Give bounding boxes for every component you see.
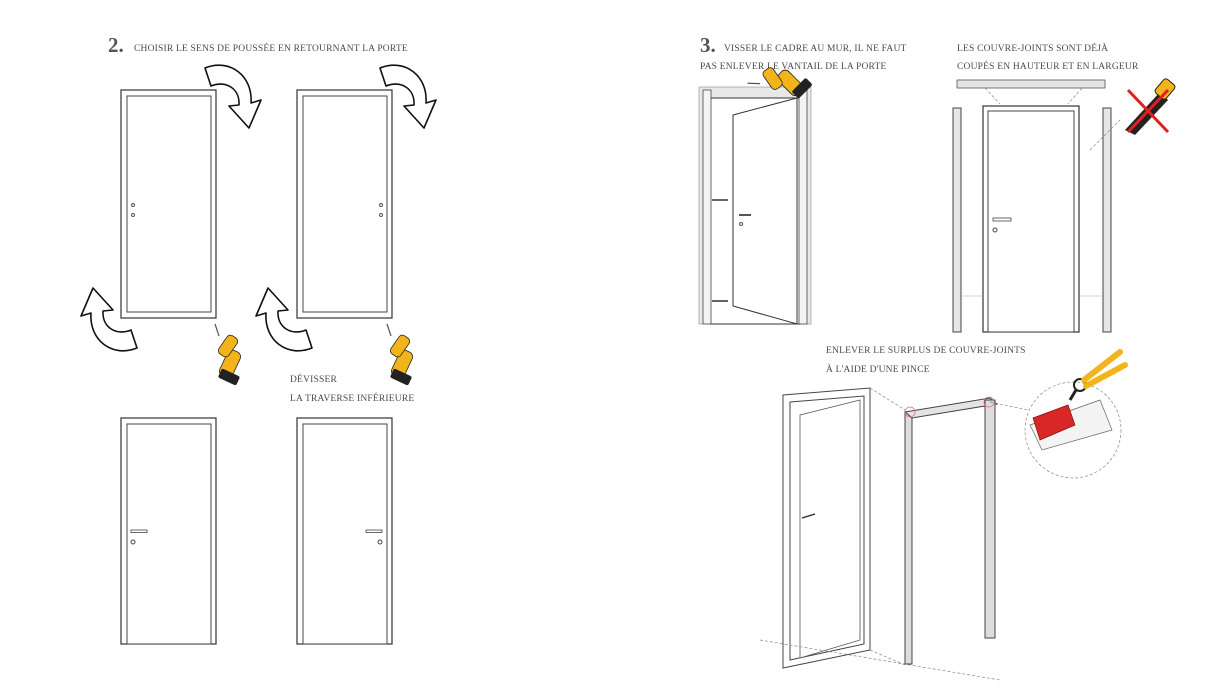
no-saw-icon: [1125, 78, 1176, 135]
casing-note-line2: COUPÉS EN HAUTEUR ET EN LARGEUR: [957, 60, 1139, 72]
step3-number: 3.: [700, 33, 716, 57]
door-with-casings: [952, 79, 1121, 333]
door-bottom-right: [296, 417, 393, 645]
door-bottom-left: [120, 417, 217, 645]
step2-title: CHOISIR LE SENS DE POUSSÉE EN RETOURNANT…: [134, 42, 408, 54]
step2-note-line2: LA TRAVERSE INFÉRIEURE: [290, 392, 414, 404]
drill-icon: [214, 323, 243, 387]
trim-note-line1: ENLEVER LE SURPLUS DE COUVRE-JOINTS: [826, 346, 1026, 356]
wall-frame-open-door: [698, 86, 812, 325]
step3-title-line2: PAS ENLEVER LE VANTAIL DE LA PORTE: [700, 62, 887, 72]
door-top-right: [296, 89, 393, 319]
step2-number: 2.: [108, 33, 124, 57]
step3-title-line1: VISSER LE CADRE AU MUR, IL NE FAUT: [724, 44, 907, 54]
pliers-detail: [989, 349, 1128, 479]
door-top-left: [120, 89, 217, 319]
trim-note-line2: À L'AIDE D'UNE PINCE: [826, 363, 930, 375]
perspective-door-frame: [759, 387, 1001, 681]
casing-note-line1: LES COUVRE-JOINTS SONT DÉJÀ: [957, 42, 1108, 54]
step2-note-line1: DÉVISSER: [290, 373, 337, 385]
drill-icon: [386, 323, 415, 387]
